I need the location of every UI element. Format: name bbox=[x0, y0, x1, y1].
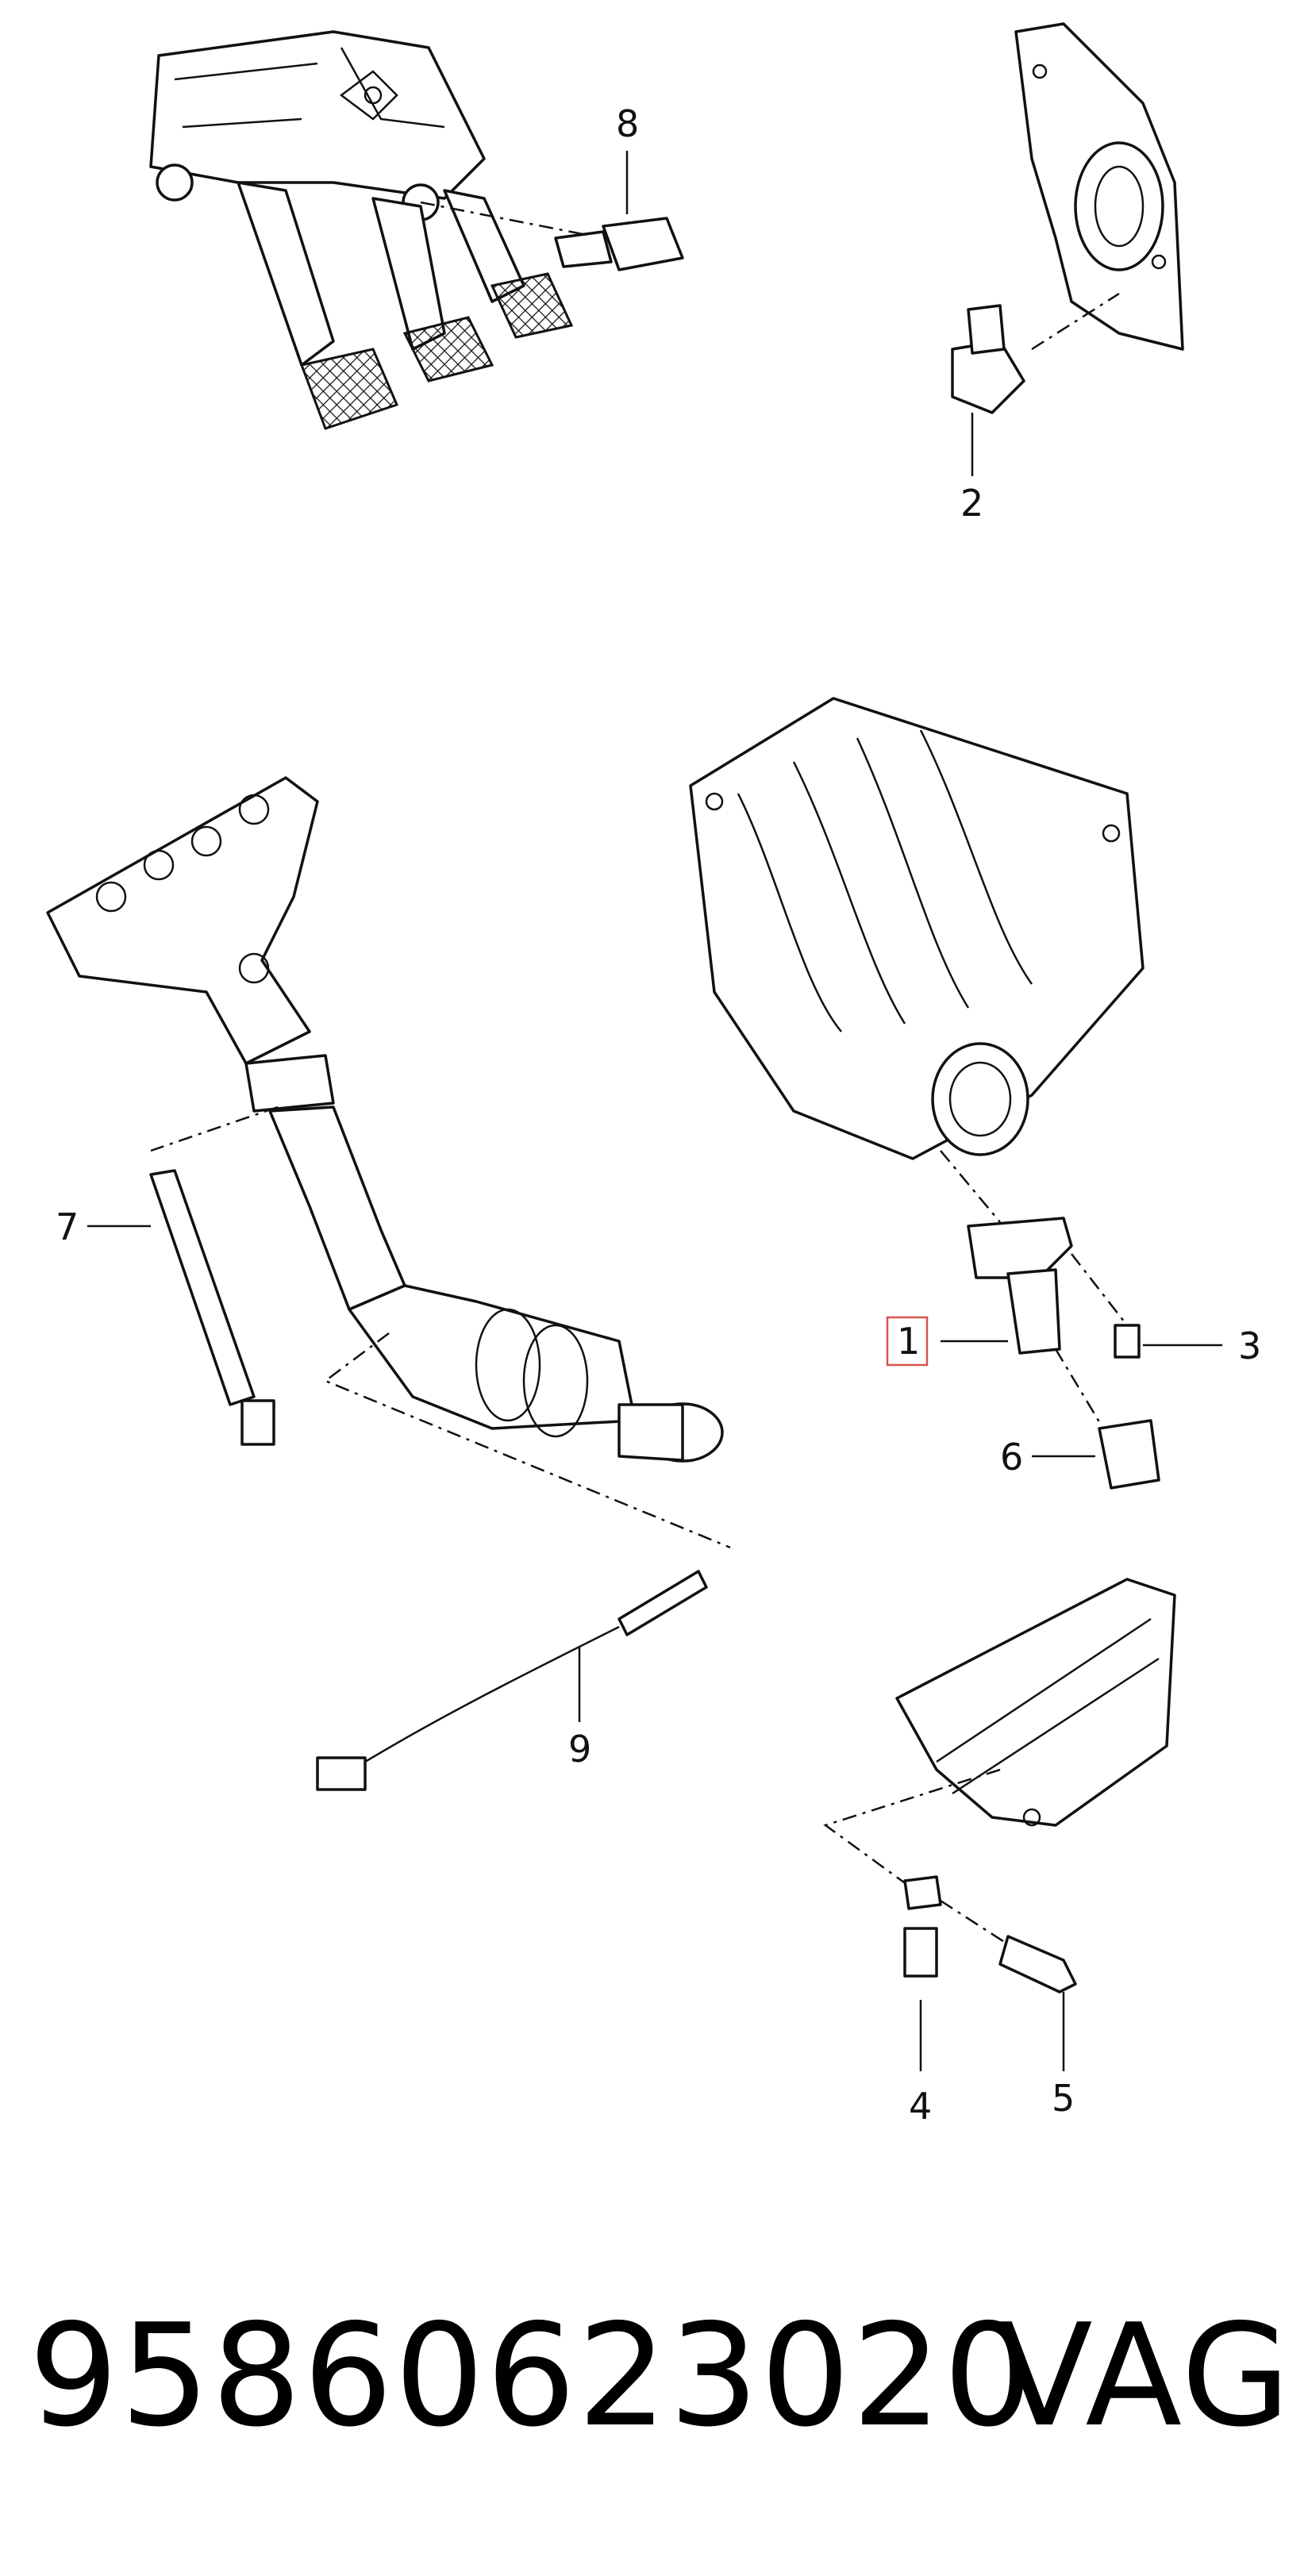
callout-5: 5 bbox=[1052, 2077, 1075, 2120]
bracket bbox=[895, 1578, 1176, 1827]
intake-manifold bbox=[689, 697, 1144, 1160]
callout-4: 4 bbox=[909, 2085, 932, 2128]
callout-8: 8 bbox=[616, 102, 639, 145]
part-9-oxygen-sensor bbox=[316, 1332, 731, 1791]
part-7-oxygen-sensor bbox=[87, 1105, 279, 1446]
exhaust-manifold bbox=[46, 776, 724, 1463]
pedal-assembly bbox=[149, 30, 574, 430]
timing-cover bbox=[1014, 22, 1184, 351]
part-1-pressure-sensor bbox=[940, 1150, 1073, 1355]
callout-1: 1 bbox=[897, 1320, 920, 1363]
callout-1-highlight-box bbox=[886, 1316, 929, 1367]
part-3-screw bbox=[1071, 1253, 1222, 1359]
part-5-bolt bbox=[940, 1899, 1077, 2071]
callout-6: 6 bbox=[1000, 1436, 1023, 1478]
part-number: 95860623020 bbox=[29, 2293, 1035, 2458]
callout-3: 3 bbox=[1238, 1325, 1261, 1367]
brand-name: VAG bbox=[996, 2293, 1292, 2458]
part-4-sensor bbox=[823, 1768, 1001, 2071]
part-6-connector bbox=[1032, 1348, 1160, 1490]
callout-9: 9 bbox=[568, 1728, 591, 1771]
callout-2: 2 bbox=[960, 482, 983, 525]
part-8-brake-switch bbox=[420, 151, 684, 271]
callout-7: 7 bbox=[56, 1205, 79, 1248]
part-2-camshaft-sensor bbox=[951, 292, 1120, 476]
